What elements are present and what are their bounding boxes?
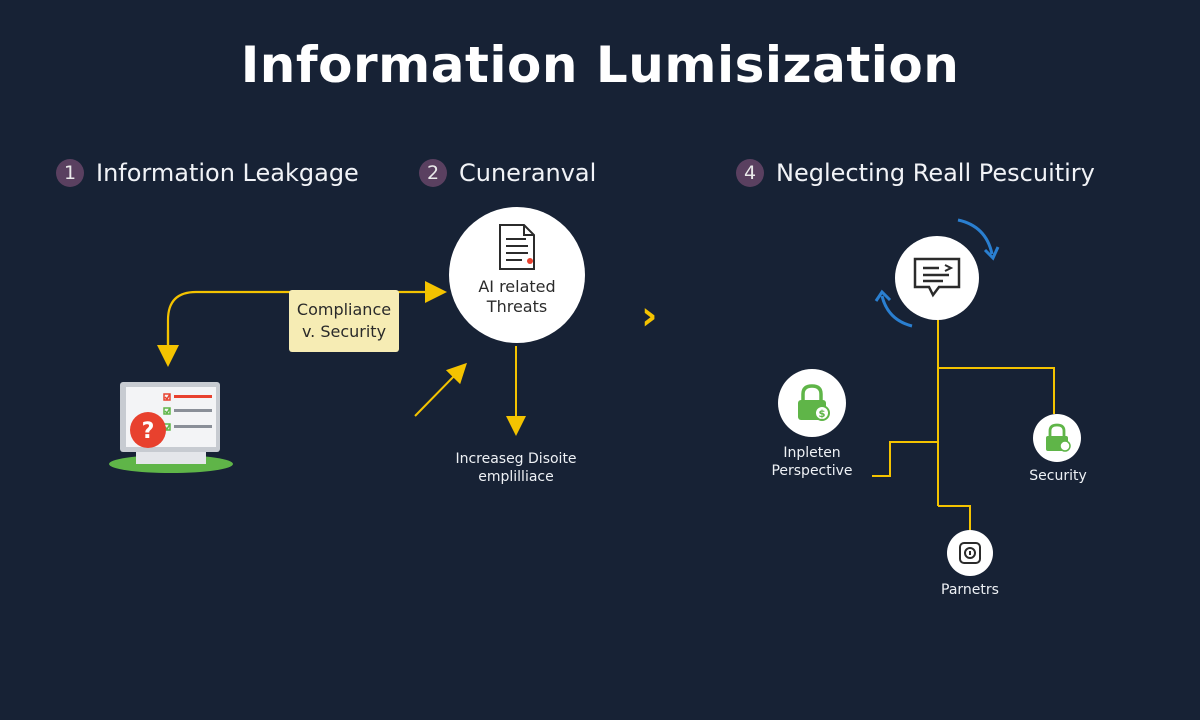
svg-text:$: $ <box>819 409 826 420</box>
tree-branch-perspective <box>872 441 938 477</box>
compliance-callout: Compliance v. Security <box>289 290 399 352</box>
lock-icon: $ <box>798 384 830 421</box>
refresh-arrowhead-top <box>983 246 1000 261</box>
perspective-caption: Inpleten Perspective <box>762 444 862 480</box>
perspective-lock-node: $ <box>778 369 846 437</box>
perspective-line-2: Perspective <box>771 463 853 479</box>
section-number-badge: 2 <box>419 159 447 187</box>
section-label: Information Leakgage <box>96 159 359 187</box>
refresh-arc-bottom <box>880 295 913 328</box>
refresh-arc-top <box>957 218 994 255</box>
threat-label-line-1: AI related <box>478 277 556 296</box>
section-heading-2: 2 Cuneranval <box>419 156 596 190</box>
message-icon <box>913 257 961 298</box>
flow-arrow-to-threat <box>166 281 447 356</box>
section-heading-1: 1 Information Leakgage <box>56 156 359 190</box>
lock-icon <box>1046 423 1071 452</box>
document-icon <box>499 224 535 270</box>
perspective-line-1: Inpleten <box>783 445 841 461</box>
section-number-badge: 1 <box>56 159 84 187</box>
page-title: Information Lumisization <box>240 36 960 94</box>
increased-caption: Increaseg Disoite emplilliace <box>446 450 586 486</box>
monitor-checklist-illustration: ? <box>108 380 234 476</box>
section-label: Cuneranval <box>459 159 597 187</box>
section-label: Neglecting Reall Pescuitiry <box>776 159 1095 187</box>
refresh-arrowhead-bottom <box>874 289 892 302</box>
section-number-badge: 4 <box>736 159 764 187</box>
parameters-node <box>947 530 993 576</box>
tree-branch-security <box>938 367 1055 414</box>
monitor-icon: ? <box>109 382 233 473</box>
section-heading-4: 4 Neglecting Reall Pescuitiry <box>736 156 1095 190</box>
increased-line-2: emplilliace <box>478 469 554 485</box>
svg-text:?: ? <box>142 419 155 444</box>
parameters-caption: Parnetrs <box>941 582 999 598</box>
ai-threats-node: AI related Threats <box>449 207 585 343</box>
threat-label-line-2: Threats <box>486 297 548 316</box>
security-caption: Security <box>1029 468 1087 484</box>
safe-icon <box>959 542 981 564</box>
chevron-right-icon: › <box>641 293 658 339</box>
chat-node <box>895 236 979 320</box>
callout-line-2: v. Security <box>301 322 387 341</box>
increased-line-1: Increaseg Disoite <box>455 451 577 467</box>
tree-branch-parameters <box>938 505 971 530</box>
security-lock-node <box>1033 414 1081 462</box>
diagonal-arrow <box>414 362 467 417</box>
callout-line-1: Compliance <box>296 300 392 319</box>
